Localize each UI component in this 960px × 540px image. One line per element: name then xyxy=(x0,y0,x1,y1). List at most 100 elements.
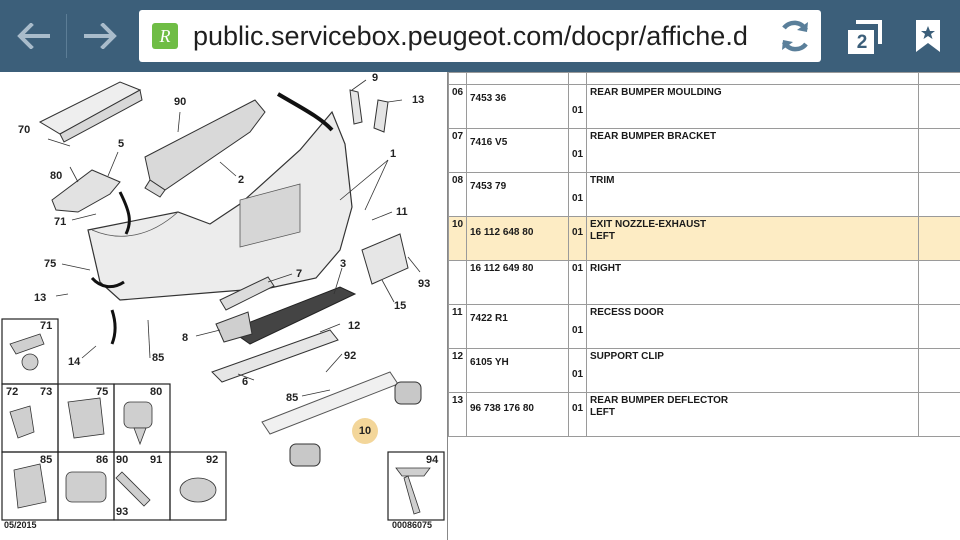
part-description: TRIM xyxy=(590,175,615,186)
part-quantity: 01 xyxy=(572,227,584,238)
part-label-highlighted[interactable]: 10 xyxy=(352,418,378,444)
tab-count: 2 xyxy=(850,32,874,54)
cell-label: 80 xyxy=(150,386,163,398)
back-button[interactable] xyxy=(0,0,66,72)
part-quantity: 01 xyxy=(572,105,584,116)
cell-label: 93 xyxy=(116,506,129,518)
part-label[interactable]: 7 xyxy=(296,268,303,280)
part-label[interactable]: 75 xyxy=(44,258,57,270)
part-reference: 16 112 649 80 xyxy=(470,263,534,274)
forward-arrow-icon xyxy=(84,23,117,49)
part-label[interactable]: 93 xyxy=(418,278,431,290)
table-row[interactable]: 08 7453 79 01 TRIM xyxy=(448,172,960,217)
part-label[interactable]: 14 xyxy=(68,356,81,368)
cell-label: 85 xyxy=(40,454,53,466)
part-label[interactable]: 13 xyxy=(34,292,47,304)
bumper-cover-shape xyxy=(87,110,353,301)
site-favicon: R xyxy=(152,23,178,49)
cell-label: 71 xyxy=(40,320,53,332)
back-arrow-icon xyxy=(17,23,50,49)
part-description-detail: LEFT xyxy=(590,407,615,418)
part-description: SUPPORT CLIP xyxy=(590,351,664,362)
cell-label: 94 xyxy=(426,454,439,466)
part-reference: 7416 V5 xyxy=(470,137,508,148)
diagram-date: 05/2015 xyxy=(4,520,37,530)
toolbar-divider xyxy=(66,14,67,58)
table-row[interactable]: 12 6105 YH 01 SUPPORT CLIP xyxy=(448,348,960,393)
cell-label: 90 xyxy=(116,454,129,466)
part-label[interactable]: 2 xyxy=(238,174,245,186)
part-label[interactable]: 5 xyxy=(118,138,125,150)
part-description: REAR BUMPER BRACKET xyxy=(590,131,717,142)
part-label[interactable]: 11 xyxy=(396,206,408,218)
part-quantity: 01 xyxy=(572,325,584,336)
cell-label: 86 xyxy=(96,454,109,466)
table-row[interactable]: 11 7422 R1 01 RECESS DOOR xyxy=(448,304,960,349)
cell-label: 75 xyxy=(96,386,109,398)
part-reference: 7453 36 xyxy=(470,93,507,104)
part-label[interactable]: 1 xyxy=(390,148,397,160)
browser-toolbar: R public.servicebox.peugeot.com/docpr/af… xyxy=(0,0,960,72)
part-quantity: 01 xyxy=(572,149,584,160)
url-bar[interactable]: R public.servicebox.peugeot.com/docpr/af… xyxy=(139,10,821,62)
part-reference: 7422 R1 xyxy=(470,313,508,324)
pane-divider xyxy=(447,72,448,540)
part-description: REAR BUMPER MOULDING xyxy=(590,87,722,98)
part-description: RIGHT xyxy=(590,263,622,274)
part-label[interactable]: 12 xyxy=(348,320,361,332)
cell-label: 92 xyxy=(206,454,219,466)
table-row[interactable]: 16 112 649 80 01 RIGHT xyxy=(448,260,960,305)
reload-icon[interactable] xyxy=(775,16,815,56)
table-row[interactable]: 07 7416 V5 01 REAR BUMPER BRACKET xyxy=(448,128,960,173)
part-label[interactable]: 8 xyxy=(182,332,189,344)
part-number: 10 xyxy=(448,216,467,261)
part-reference: 16 112 648 80 xyxy=(470,227,534,238)
part-quantity: 01 xyxy=(572,369,584,380)
part-number: 12 xyxy=(448,348,467,393)
part-number: 07 xyxy=(448,128,467,173)
part-label[interactable]: 15 xyxy=(394,300,407,312)
parts-table: 06 7453 36 01 REAR BUMPER MOULDING 07 74… xyxy=(448,72,960,437)
part-quantity: 01 xyxy=(572,263,584,274)
part-description: REAR BUMPER DEFLECTOR xyxy=(590,395,729,406)
part-label[interactable]: 80 xyxy=(50,170,63,182)
part-description-detail: LEFT xyxy=(590,231,615,242)
cell-label: 72 xyxy=(6,386,19,398)
diagram-reference: 00086075 xyxy=(392,520,433,530)
part-label[interactable]: 92 xyxy=(344,350,357,362)
table-row[interactable]: 06 7453 36 01 REAR BUMPER MOULDING xyxy=(448,84,960,129)
part-description: EXIT NOZZLE-EXHAUST xyxy=(590,219,707,230)
tabs-button[interactable]: 2 xyxy=(836,0,892,72)
part-description: RECESS DOOR xyxy=(590,307,664,318)
forward-button[interactable] xyxy=(68,0,134,72)
part-label[interactable]: 71 xyxy=(54,216,67,228)
bookmark-button[interactable] xyxy=(900,0,956,72)
part-label[interactable]: 70 xyxy=(18,124,31,136)
part-label[interactable]: 85 xyxy=(286,392,299,404)
table-header-row xyxy=(448,72,960,85)
bookmark-icon xyxy=(916,20,940,52)
url-text[interactable]: public.servicebox.peugeot.com/docpr/affi… xyxy=(193,21,748,51)
cell-label: 73 xyxy=(40,386,53,398)
cell-label: 91 xyxy=(150,454,163,466)
bumper-exploded-drawing xyxy=(1,79,445,521)
part-label[interactable]: 6 xyxy=(242,376,249,388)
parts-diagram: 9 70 90 13 1 5 80 2 11 71 75 7 3 93 13 1… xyxy=(0,72,447,540)
part-label[interactable]: 85 xyxy=(152,352,165,364)
part-label[interactable]: 90 xyxy=(174,96,187,108)
part-number: 08 xyxy=(448,172,467,217)
part-number xyxy=(448,260,467,305)
part-number: 13 xyxy=(448,392,467,437)
part-number: 06 xyxy=(448,84,467,129)
table-row[interactable]: 13 96 738 176 80 01 REAR BUMPER DEFLECTO… xyxy=(448,392,960,437)
part-label[interactable]: 9 xyxy=(372,72,379,84)
part-label[interactable]: 13 xyxy=(412,94,425,106)
part-quantity: 01 xyxy=(572,193,584,204)
part-reference: 96 738 176 80 xyxy=(470,403,534,414)
part-reference: 7453 79 xyxy=(470,181,507,192)
part-label[interactable]: 3 xyxy=(340,258,347,270)
part-quantity: 01 xyxy=(572,403,584,414)
part-reference: 6105 YH xyxy=(470,357,509,368)
part-number: 11 xyxy=(448,304,467,349)
